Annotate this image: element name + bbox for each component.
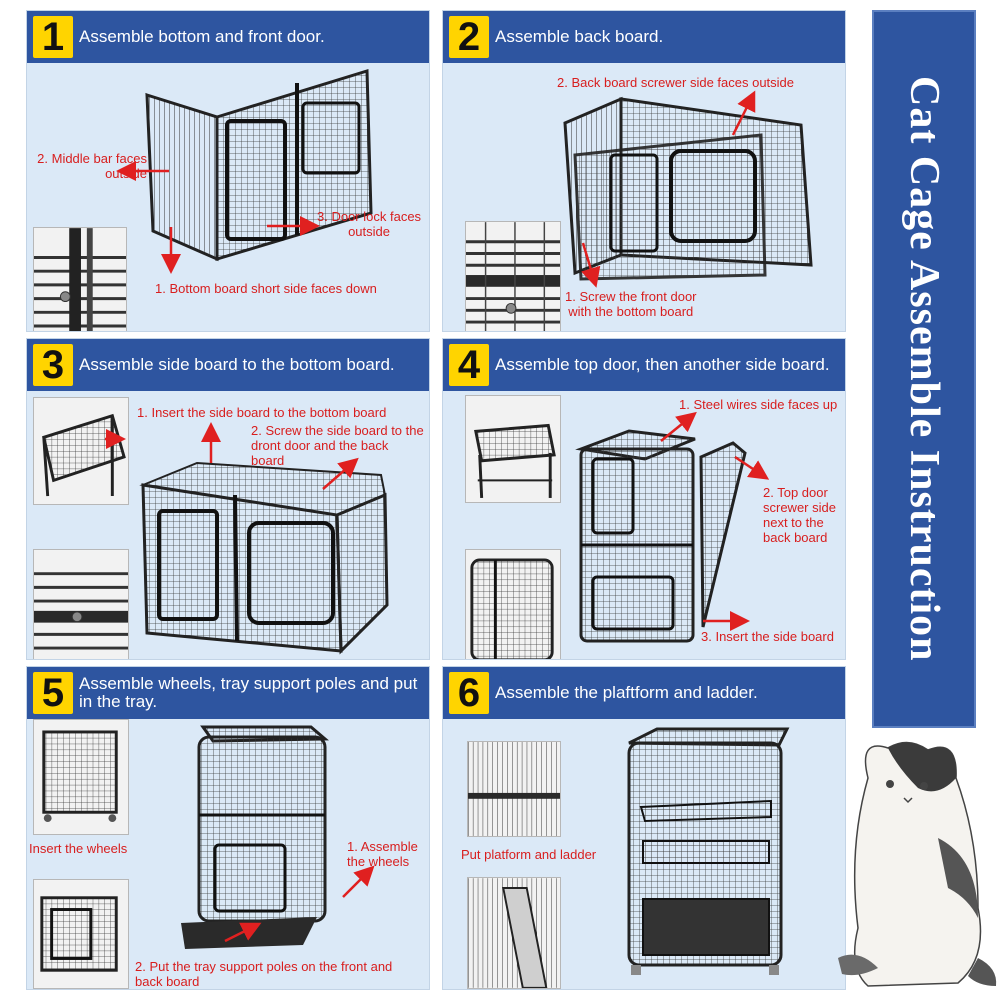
step-1-header: 1 Assemble bottom and front door. — [27, 11, 429, 63]
detail-photo — [33, 397, 129, 505]
step-number-badge: 6 — [449, 672, 489, 714]
cat-illustration — [828, 728, 1000, 990]
back-board-illustration — [561, 95, 827, 281]
step-2-header: 2 Assemble back board. — [443, 11, 845, 63]
arrow-icon — [224, 922, 262, 943]
step-4-note-3: 3. Insert the side board — [701, 629, 834, 644]
detail-photo — [33, 719, 129, 835]
detail-photo — [465, 549, 561, 659]
front-door-bottom-illustration — [139, 63, 379, 263]
detail-photo — [467, 877, 561, 989]
detail-photo — [465, 221, 561, 331]
detail-photo — [467, 741, 561, 837]
step-number-badge: 1 — [33, 16, 73, 58]
title-banner: Cat Cage Assemble Instruction — [872, 10, 976, 728]
step-6-header: 6 Assemble the plaftform and ladder. — [443, 667, 845, 719]
step-6-panel: 6 Assemble the plaftform and ladder. Put… — [442, 666, 846, 990]
step-4-panel: 4 Assemble top door, then another side b… — [442, 338, 846, 660]
step-title: Assemble bottom and front door. — [79, 27, 325, 46]
step-5-note-1: 1. Assemble the wheels — [347, 839, 418, 869]
arrow-icon — [731, 90, 756, 136]
step-3-note-2: 2. Screw the side board to the dront doo… — [251, 423, 424, 468]
step-number-badge: 5 — [33, 672, 73, 714]
step-4-header: 4 Assemble top door, then another side b… — [443, 339, 845, 391]
step-title: Assemble the plaftform and ladder. — [495, 683, 758, 702]
step-5-panel: 5 Assemble wheels, tray support poles an… — [26, 666, 430, 990]
detail-photo — [33, 549, 129, 659]
finished-cage-illustration — [621, 725, 801, 981]
step-2-note-2: 2. Back board screwer side faces outside — [557, 75, 795, 90]
arrow-icon — [342, 865, 375, 898]
step-3-header: 3 Assemble side board to the bottom boar… — [27, 339, 429, 391]
step-title: Assemble wheels, tray support poles and … — [79, 674, 418, 711]
instruction-title: Cat Cage Assemble Instruction — [901, 76, 947, 662]
arrow-icon — [660, 411, 697, 442]
step-6-note-1: Put platform and ladder — [461, 847, 597, 862]
detail-photo — [33, 227, 127, 331]
step-title: Assemble side board to the bottom board. — [79, 355, 395, 374]
arrow-icon — [581, 242, 601, 288]
step-4-note-1: 1. Steel wires side faces up — [679, 397, 838, 412]
step-number-badge: 4 — [449, 344, 489, 386]
step-1-panel: 1 Assemble bottom and front door. 2. Mid… — [26, 10, 430, 332]
step-title: Assemble top door, then another side boa… — [495, 355, 830, 374]
step-1-note-1: 1. Bottom board short side faces down — [155, 281, 377, 296]
arrow-icon — [703, 611, 750, 631]
step-title: Assemble back board. — [495, 27, 664, 46]
step-number-badge: 3 — [33, 344, 73, 386]
arrow-icon — [116, 161, 169, 181]
arrow-icon — [201, 422, 221, 463]
step-3-panel: 3 Assemble side board to the bottom boar… — [26, 338, 430, 660]
arrow-icon — [267, 216, 320, 236]
step-1-note-3: 3. Door lock faces outside — [317, 209, 422, 239]
arrow-icon — [734, 455, 770, 480]
step-5-header: 5 Assemble wheels, tray support poles an… — [27, 667, 429, 719]
step-5-note-2: 2. Put the tray support poles on the fro… — [135, 959, 393, 989]
arrow-icon — [105, 429, 126, 449]
step-2-panel: 2 Assemble back board. 2. Back board scr… — [442, 10, 846, 332]
step-5-note-wheels: Insert the wheels — [29, 841, 128, 856]
step-2-note-1: 1. Screw the front door with the bottom … — [565, 289, 697, 319]
step-number-badge: 2 — [449, 16, 489, 58]
step-4-note-2: 2. Top door screwer side next to the bac… — [763, 485, 836, 545]
detail-photo — [33, 879, 129, 989]
step-3-note-1: 1. Insert the side board to the bottom b… — [137, 405, 387, 420]
arrow-icon — [161, 227, 181, 274]
side-board-illustration — [137, 455, 389, 659]
cage-with-tray-illustration — [177, 719, 353, 951]
detail-photo — [465, 395, 561, 503]
arrow-icon — [322, 457, 359, 490]
